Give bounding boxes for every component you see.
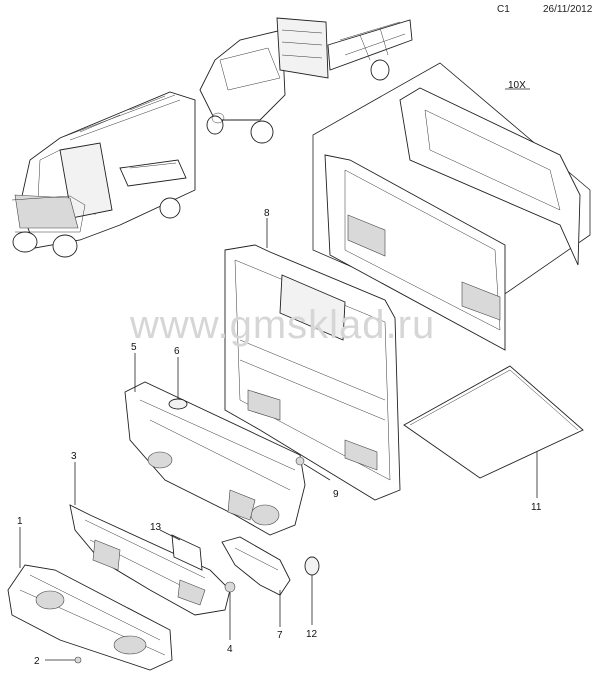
callout-4: 4 xyxy=(227,644,233,655)
van-illustration xyxy=(11,91,196,258)
callout-8: 8 xyxy=(264,208,270,219)
callout-labels: 1 2 3 4 5 6 7 8 9 10X 11 12 13 xyxy=(17,80,542,667)
part-5-dash-panel xyxy=(124,353,306,536)
part-11-mat xyxy=(403,365,584,498)
callout-1: 1 xyxy=(17,516,23,527)
part-3-insulation xyxy=(69,462,231,616)
callout-13: 13 xyxy=(150,522,162,533)
part-7-insulator xyxy=(221,536,291,627)
diagram-date: 26/11/2012 xyxy=(543,4,593,15)
diagram-code: C1 xyxy=(497,4,510,15)
callout-9: 9 xyxy=(333,489,339,500)
callout-11: 11 xyxy=(531,502,542,513)
callout-2: 2 xyxy=(34,656,40,667)
part-10x-group xyxy=(312,62,591,351)
watermark: www.gmsklad.ru xyxy=(130,303,436,347)
part-6-grommet xyxy=(168,357,188,410)
callout-3: 3 xyxy=(71,451,77,462)
callout-12: 12 xyxy=(306,629,318,640)
callout-6: 6 xyxy=(174,346,180,357)
part-4-fastener xyxy=(224,581,236,640)
part-13-pad xyxy=(159,529,203,571)
chassis-cab-illustration xyxy=(199,17,413,144)
part-1-lower-panel xyxy=(7,527,173,671)
callout-7: 7 xyxy=(277,630,283,641)
part-8-bulkhead xyxy=(224,218,401,501)
part-2-clip xyxy=(45,656,82,664)
part-9-clip xyxy=(295,456,331,481)
callout-5: 5 xyxy=(131,342,137,353)
part-12-plug xyxy=(304,556,320,625)
callout-10x: 10X xyxy=(508,80,526,91)
